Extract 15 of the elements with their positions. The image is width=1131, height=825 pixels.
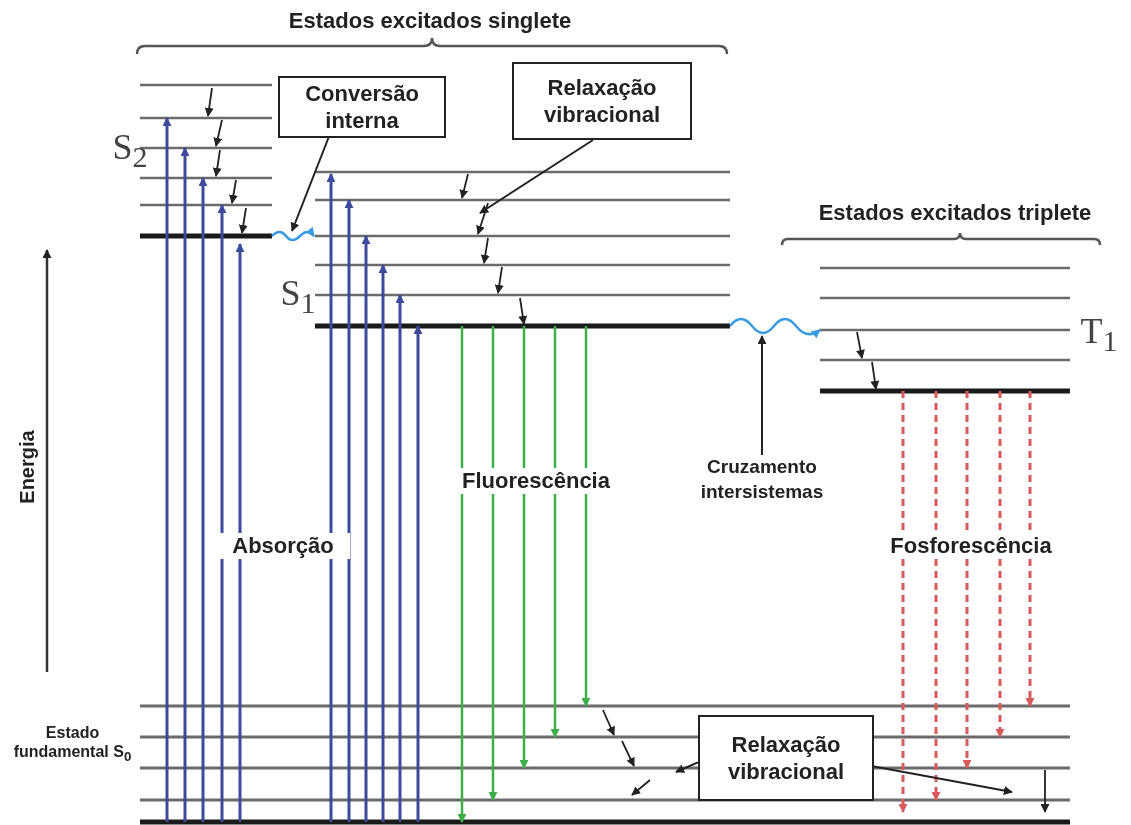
state-label: S$_{1}$: [279, 272, 317, 322]
state-label: S$_{2}$: [111, 126, 149, 176]
leader-line: [479, 139, 594, 214]
callout-box: Relaxação vibracional: [698, 715, 874, 801]
heading: Estados excitados singlete: [287, 8, 573, 35]
heading: Estados excitados triplete: [817, 200, 1093, 227]
callout-box: Conversão interna: [278, 76, 446, 138]
leader-line: [757, 335, 767, 456]
callout-box: Relaxação vibracional: [512, 62, 692, 140]
leader-line: [290, 137, 330, 232]
state-label: Estado fundamental S$_{0}$: [12, 723, 133, 766]
axis-label: Energia: [15, 429, 39, 506]
state-label: T$_{1}$: [1079, 310, 1119, 360]
leader-line: [675, 761, 699, 773]
leader-line: [873, 765, 1013, 795]
